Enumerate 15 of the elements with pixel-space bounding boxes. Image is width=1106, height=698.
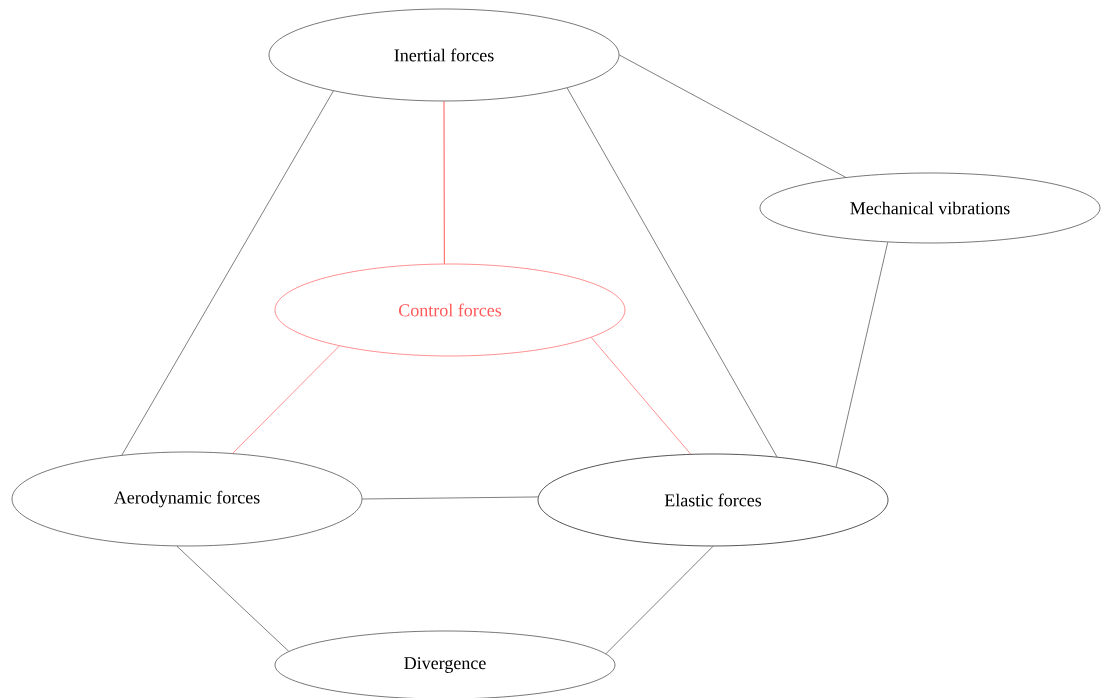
- connector-line: [590, 337, 691, 455]
- ellipse-node: Aerodynamic forces: [11, 451, 363, 547]
- ellipse-node: Control forces: [274, 263, 626, 357]
- connector-line: [232, 345, 340, 454]
- connector-line: [835, 241, 889, 468]
- connector-line: [619, 54, 846, 178]
- ellipse-node: Inertial forces: [268, 8, 620, 102]
- connector-line: [566, 87, 778, 458]
- connector-line: [362, 496, 539, 500]
- connector-line: [605, 546, 714, 655]
- ellipse-node: Mechanical vibrations: [759, 172, 1101, 244]
- connector-line: [176, 545, 290, 652]
- connector-line: [121, 90, 334, 456]
- ellipse-node: Elastic forces: [537, 453, 889, 547]
- connector-line: [443, 101, 445, 265]
